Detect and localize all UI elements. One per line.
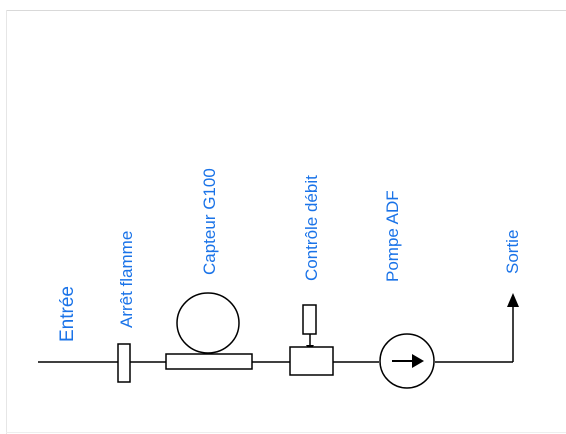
label-controle-debit: Contrôle débit (302, 175, 321, 281)
label-sortie: Sortie (503, 230, 522, 274)
frame-left-border (6, 10, 7, 434)
frame-top-border (6, 10, 566, 11)
label-pompe: Pompe ADF (383, 190, 402, 282)
label-capteur: Capteur G100 (200, 168, 219, 275)
outlet-arrow-icon (507, 293, 519, 307)
label-arret-flamme: Arrêt flamme (117, 231, 136, 328)
pump-arrow-icon (412, 354, 424, 368)
sensor-head-symbol (176, 292, 240, 354)
frame-bottom-border (6, 432, 566, 433)
flame-arrester-symbol (117, 343, 131, 383)
label-entree: Entrée (57, 286, 78, 342)
flow-control-body (289, 346, 334, 376)
flow-control-actuator (302, 304, 317, 335)
sensor-body-symbol (165, 353, 253, 370)
